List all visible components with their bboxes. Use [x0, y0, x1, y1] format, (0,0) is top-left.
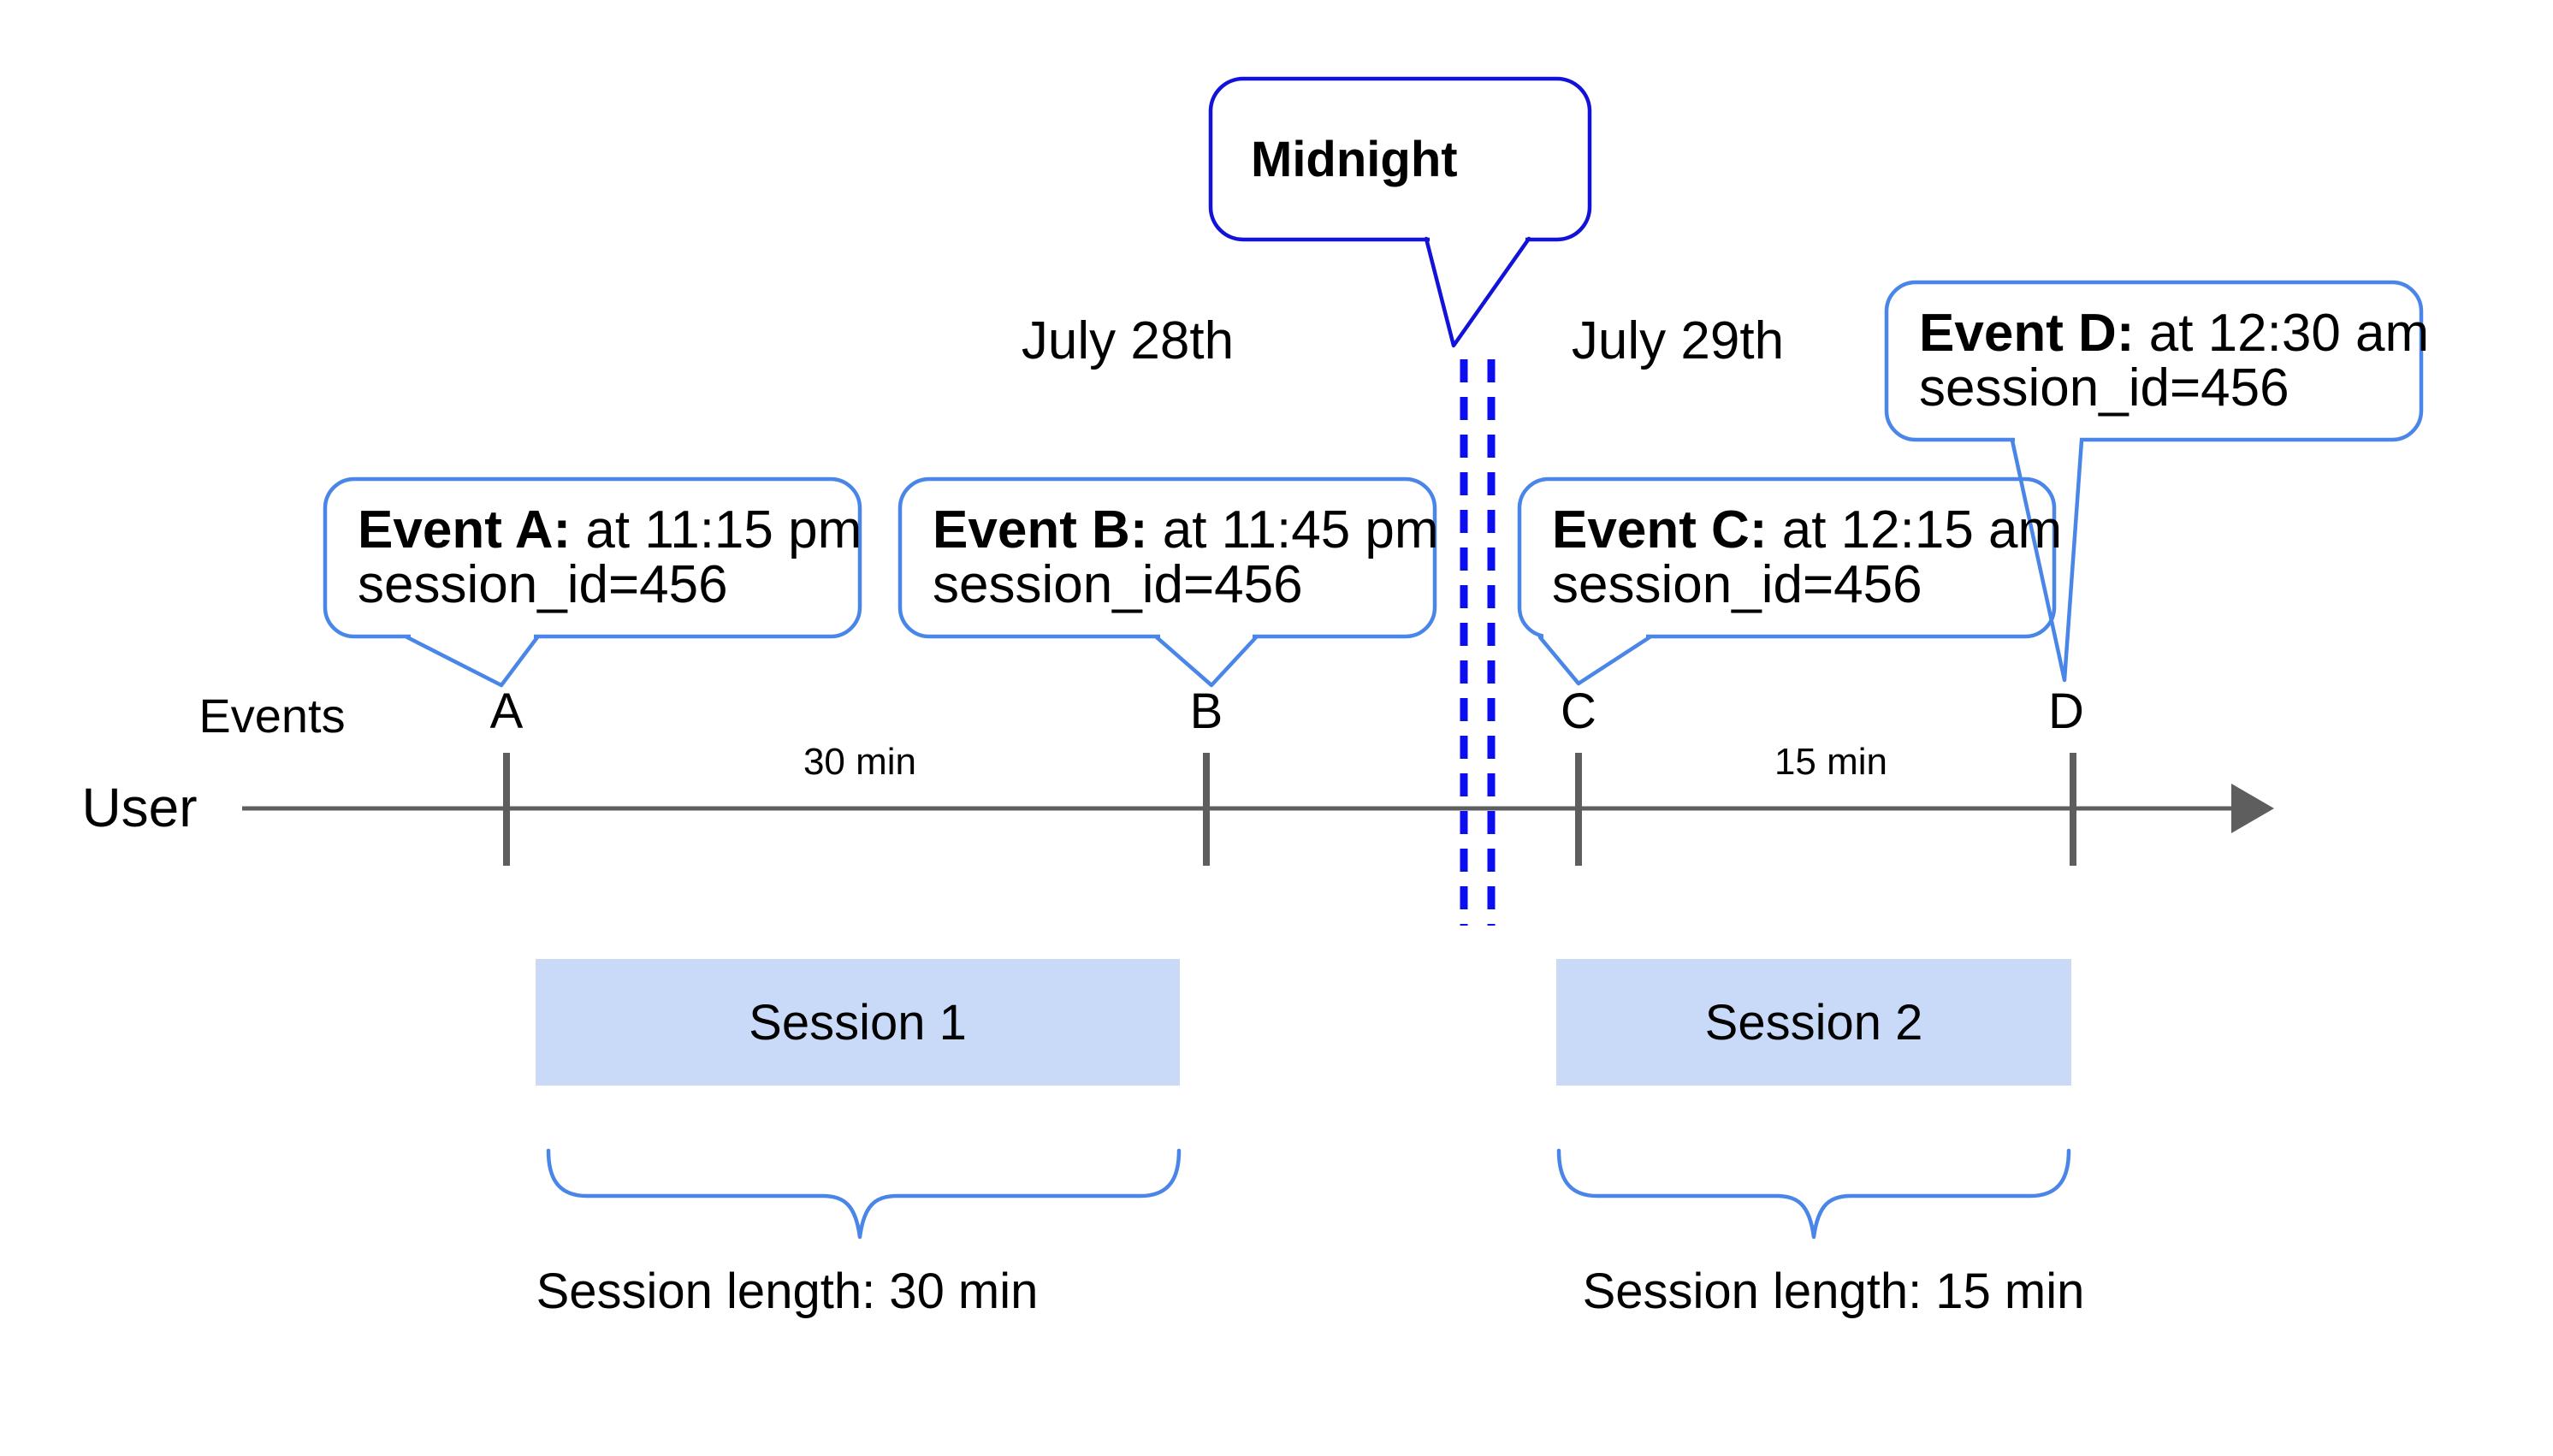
event-c-callout-tail — [1537, 635, 1652, 686]
date-july-29: July 29th — [1571, 311, 1785, 370]
event-a-callout-text: Event A: at 11:15 pm session_id=456 — [325, 479, 862, 636]
gap-label-30min: 30 min — [803, 741, 917, 783]
event-a-callout-tail-mask — [411, 633, 534, 641]
date-july-28: July 28th — [1021, 311, 1235, 370]
session-2-brace — [1556, 1148, 2071, 1240]
session-1-length-label: Session length: 30 min — [536, 1263, 1039, 1319]
event-a-callout-tail — [405, 635, 540, 688]
event-c-callout-bubble — [1517, 476, 2057, 639]
session-1-box — [536, 959, 1180, 1086]
marker-b: B — [1189, 683, 1223, 739]
event-d-session-id: session_id=456 — [1919, 358, 2289, 417]
event-b-callout-tail — [1154, 635, 1259, 688]
event-a-callout-bubble — [323, 476, 862, 639]
session-2-length-label: Session length: 15 min — [1582, 1263, 2085, 1319]
event-b-callout-text: Event B: at 11:45 pm session_id=456 — [900, 479, 1439, 636]
gap-label-15min: 15 min — [1774, 741, 1888, 783]
event-d-callout-tail — [2010, 438, 2084, 683]
event-b-session-id: session_id=456 — [933, 555, 1303, 614]
marker-c: C — [1561, 683, 1596, 739]
event-b-callout-tail-mask — [1160, 633, 1253, 641]
event-a-session-id: session_id=456 — [358, 555, 728, 614]
midnight-callout-tail-mask — [1430, 236, 1525, 244]
event-a-title: Event A: at 11:15 pm — [358, 500, 862, 559]
event-b-title: Event B: at 11:45 pm — [933, 500, 1439, 559]
event-c-title: Event C: at 12:15 am — [1552, 500, 2063, 559]
marker-a: A — [489, 683, 524, 739]
event-d-callout-text: Event D: at 12:30 am session_id=456 — [1887, 282, 2430, 440]
timeline-arrowhead — [2231, 784, 2274, 833]
event-c-callout-text: Event C: at 12:15 am session_id=456 — [1519, 479, 2063, 636]
event-c-session-id: session_id=456 — [1552, 555, 1922, 614]
session-1-brace — [546, 1148, 1182, 1240]
session-2-box — [1556, 959, 2071, 1086]
events-axis-label: Events — [198, 688, 346, 743]
midnight-label: Midnight — [1251, 131, 1458, 187]
marker-d: D — [2048, 683, 2084, 739]
user-axis-label: User — [81, 777, 198, 838]
session-1-label: Session 1 — [749, 994, 967, 1051]
midnight-callout-bubble — [1208, 76, 1592, 242]
event-d-callout-tail-mask — [2015, 436, 2080, 444]
event-c-callout-tail-mask — [1543, 633, 1646, 641]
event-d-callout-bubble — [1884, 280, 2424, 442]
event-d-title: Event D: at 12:30 am — [1919, 304, 2430, 363]
midnight-callout-tail — [1424, 236, 1531, 348]
session-2-label: Session 2 — [1704, 994, 1923, 1051]
